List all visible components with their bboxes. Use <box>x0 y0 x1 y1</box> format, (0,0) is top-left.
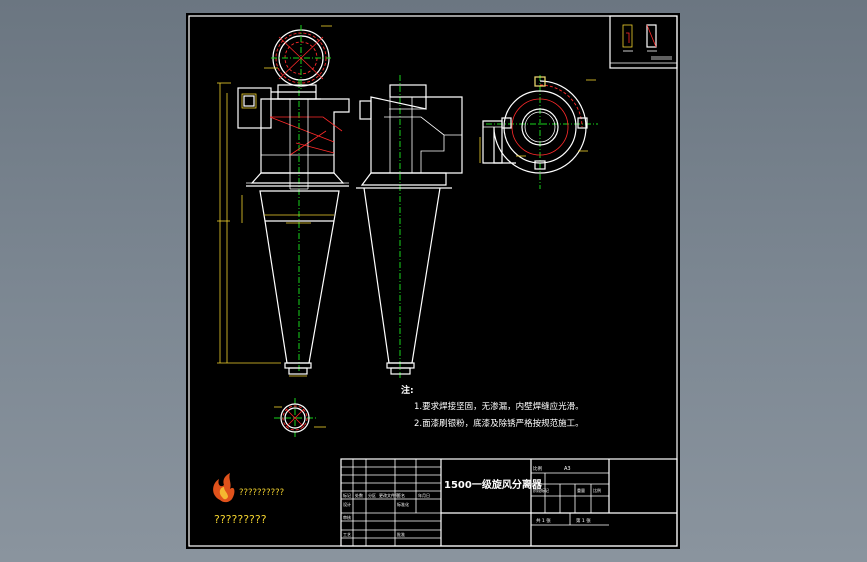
standardize-label: 标准化 <box>397 501 409 507</box>
side-elevation <box>356 75 463 378</box>
review-label: 审核 <box>343 514 351 520</box>
front-elevation <box>217 79 350 377</box>
design-label: 设计 <box>343 501 351 507</box>
title-block: 1500一级旋风分离器 比例 A3 阶段标记 重量 比例 共 1 张 第 1 张… <box>340 458 678 547</box>
change-doc-label: 更改文件号 <box>379 492 399 498</box>
sheet-index: 第 1 张 <box>576 517 591 524</box>
drawing-border <box>188 15 678 547</box>
scale-label: 比例 <box>533 465 542 472</box>
logo-caption-line2: ????????? <box>214 513 267 526</box>
bottom-outlet-view <box>274 398 326 438</box>
date-label: 年月日 <box>418 492 430 498</box>
flame-core-icon <box>219 487 228 500</box>
company-logo: ?????????? ????????? <box>213 473 284 526</box>
top-flange-view <box>264 25 332 91</box>
corner-stamp <box>609 15 678 69</box>
drawing-sheet: 注: 1.要求焊接坚固，无渗漏，内壁焊缝应光滑。 2.面漆刷银粉，底漆及除锈严格… <box>186 13 680 549</box>
zone-label: 分区 <box>368 492 376 498</box>
logo-caption-line1: ?????????? <box>239 488 284 498</box>
technical-notes: 注: 1.要求焊接坚固，无渗漏，内壁焊缝应光滑。 2.面漆刷银粉，底漆及除锈严格… <box>401 384 584 429</box>
signature-label: 签名 <box>397 492 405 498</box>
drawing-title: 1500一级旋风分离器 <box>444 478 543 491</box>
count-label: 处数 <box>355 492 363 498</box>
plan-view <box>479 75 598 189</box>
notes-heading: 注: <box>401 384 414 396</box>
ratio-label: 比例 <box>593 487 601 493</box>
weight-label: 重量 <box>577 487 585 493</box>
approve-label: 批准 <box>397 531 405 537</box>
marks-label: 标记 <box>343 492 351 498</box>
stage-label: 阶段标记 <box>533 487 549 493</box>
process-label: 工艺 <box>343 532 351 537</box>
cad-drawing: 注: 1.要求焊接坚固，无渗漏，内壁焊缝应光滑。 2.面漆刷银粉，底漆及除锈严格… <box>188 15 678 547</box>
sheet-count: 共 1 张 <box>536 517 551 524</box>
sheet-size: A3 <box>564 466 571 472</box>
note-item-1: 1.要求焊接坚固，无渗漏，内壁焊缝应光滑。 <box>414 401 584 412</box>
note-item-2: 2.面漆刷银粉，底漆及除锈严格按规范施工。 <box>414 418 584 429</box>
